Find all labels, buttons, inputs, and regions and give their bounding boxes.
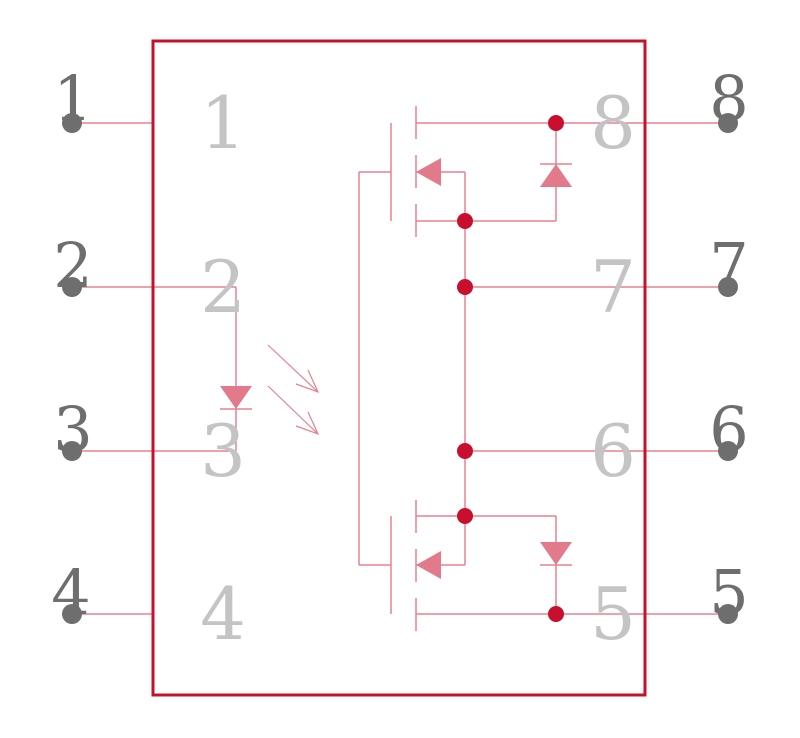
pin-label-inner: 8 <box>590 81 636 165</box>
inner-pin-labels: 1 2 3 4 8 7 6 5 <box>200 81 636 656</box>
mosfet-bottom-icon <box>390 500 466 631</box>
pin-label-inner: 5 <box>590 572 636 656</box>
junction-dots <box>457 115 564 622</box>
pin-label-inner: 7 <box>590 245 636 329</box>
pin-label-outer: 8 <box>709 62 748 135</box>
junction-top-source <box>457 213 473 229</box>
pin-label-outer: 5 <box>709 556 748 629</box>
pin-label-inner: 2 <box>200 245 246 329</box>
pin-label-outer: 6 <box>709 393 748 466</box>
pin-7-dot[interactable] <box>718 277 738 297</box>
pin-label-outer: 3 <box>53 393 92 466</box>
junction-pin6 <box>457 443 473 459</box>
junction-pin7 <box>457 279 473 295</box>
pin-5-dot[interactable] <box>718 604 738 624</box>
junction-top-drain <box>548 115 564 131</box>
pin-2-dot[interactable] <box>62 277 82 297</box>
pin-end-dots <box>62 113 738 624</box>
pin-label-inner: 6 <box>590 409 636 493</box>
pin-label-inner: 3 <box>200 409 246 493</box>
pin-label-outer: 7 <box>709 229 748 302</box>
pin-3-dot[interactable] <box>62 441 82 461</box>
pin-label-inner: 1 <box>200 81 246 165</box>
pin-4-dot[interactable] <box>62 604 82 624</box>
component-body <box>151 39 647 697</box>
junction-bottom-source <box>457 508 473 524</box>
body-diode-bottom-icon <box>465 515 572 614</box>
pin-label-outer: 1 <box>53 62 92 135</box>
light-emission-arrows-icon <box>267 344 320 436</box>
led-diode-icon <box>220 287 252 451</box>
mosfet-gate-wire <box>358 171 391 566</box>
body-diode-top-icon <box>465 123 572 222</box>
mosfet-top-icon <box>390 106 466 237</box>
pin-6-dot[interactable] <box>718 441 738 461</box>
pin-1-dot[interactable] <box>62 113 82 133</box>
outer-pin-labels: 1 2 3 4 8 7 6 5 <box>51 62 748 629</box>
pin-label-outer: 2 <box>53 229 92 302</box>
junction-bottom-drain <box>548 606 564 622</box>
pin-label-inner: 4 <box>200 572 246 656</box>
right-pin-leads <box>416 122 728 615</box>
pin-8-dot[interactable] <box>718 113 738 133</box>
pin-label-outer: 4 <box>51 556 90 629</box>
